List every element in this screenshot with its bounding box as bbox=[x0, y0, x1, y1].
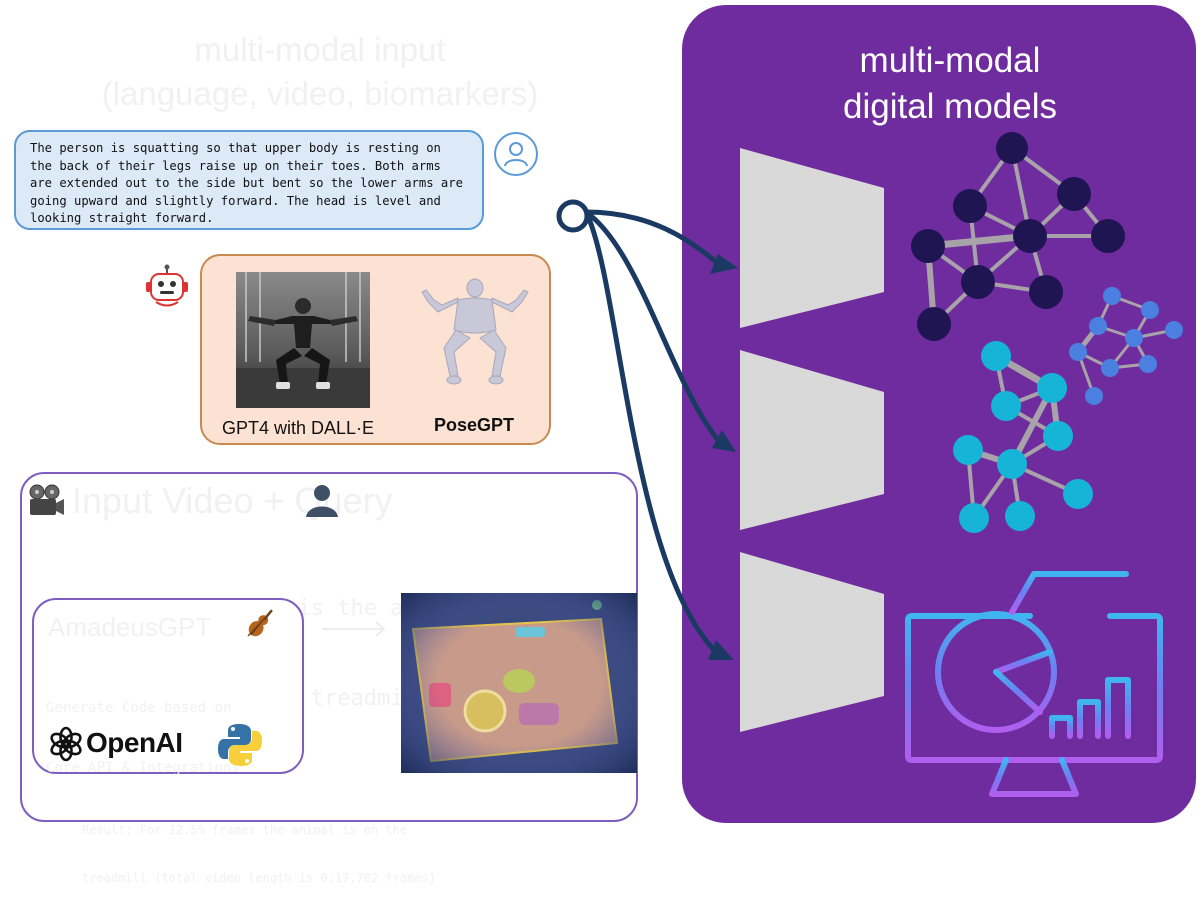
video-query-title: Input Video + Query bbox=[72, 480, 393, 521]
text-prompt-bubble: The person is squatting so that upper bo… bbox=[14, 130, 484, 230]
robot-icon bbox=[142, 262, 192, 312]
network-cyan-nodes bbox=[953, 341, 1093, 533]
connector-arrows bbox=[583, 209, 720, 652]
prompt-text: The person is squatting so that upper bo… bbox=[30, 141, 463, 225]
openai-logo bbox=[46, 724, 86, 764]
arrowheads bbox=[708, 254, 738, 660]
amadeusgpt-title: AmadeusGPT bbox=[48, 612, 212, 642]
person-icon bbox=[302, 483, 342, 517]
dashboard-icon bbox=[905, 571, 1163, 809]
panel-title-line1: multi-modal bbox=[859, 41, 1041, 80]
input-section-title: multi-modal input (language, video, biom… bbox=[40, 28, 600, 116]
encoder-trapezoid-1 bbox=[740, 148, 884, 328]
posegpt-figure bbox=[410, 272, 540, 392]
result-line2: treadmill (total video length is 0:17,70… bbox=[82, 871, 437, 885]
network-dark-nodes bbox=[911, 132, 1125, 341]
amadeus-sub-line1: Generate Code based on bbox=[46, 700, 232, 716]
treadmill-video-frame bbox=[401, 593, 637, 773]
network-blue bbox=[1076, 294, 1175, 397]
squat-photo bbox=[236, 272, 370, 408]
encoder-trapezoid-3 bbox=[740, 552, 884, 732]
faint-arrow-icon bbox=[320, 614, 390, 644]
input-title-line1: multi-modal input bbox=[194, 31, 446, 68]
encoder-trapezoid-2 bbox=[740, 350, 884, 530]
diagram-overlay bbox=[556, 132, 1183, 809]
posegpt-label: PoseGPT bbox=[434, 415, 515, 435]
panel-title-line2: digital models bbox=[843, 87, 1057, 126]
amadeusgpt-subtitle: Generate Code based on Core API & Integr… bbox=[46, 658, 240, 798]
panel-title: multi-modal digital models bbox=[790, 38, 1110, 130]
input-title-line2: (language, video, biomarkers) bbox=[101, 75, 539, 112]
arrow-to-encoder-3 bbox=[583, 210, 716, 652]
openai-label: OpenAI bbox=[86, 727, 183, 758]
violin-icon bbox=[244, 606, 276, 642]
amadeus-sub-line2: Core API & Integrations bbox=[46, 760, 240, 776]
arrow-to-encoder-1 bbox=[585, 209, 718, 264]
network-blue-nodes bbox=[1069, 287, 1183, 405]
user-icon bbox=[494, 132, 538, 176]
arrow-to-encoder-2 bbox=[584, 209, 720, 442]
projector-icon bbox=[26, 483, 66, 519]
connector-origin-node bbox=[556, 199, 590, 233]
python-logo bbox=[216, 721, 264, 769]
gpt4-dalle-label: GPT4 with DALL·E bbox=[222, 418, 375, 438]
